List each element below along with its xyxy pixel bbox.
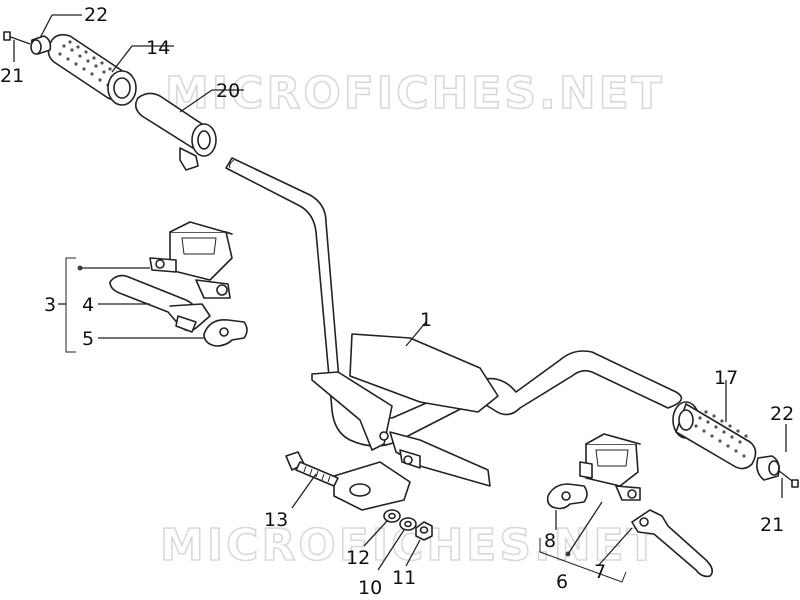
washer-10 [399,517,417,531]
callout-12: 12 [346,547,370,569]
callout-22-left: 22 [84,4,108,26]
left-brake-lever [109,274,211,333]
right-grip [672,401,757,470]
leader-lines [13,14,787,583]
callout-21-right: 21 [760,514,784,536]
callout-7: 7 [594,561,606,583]
right-lever-clamp [546,483,588,510]
callout-17: 17 [714,367,738,389]
right-master-cylinder [579,433,641,501]
callout-20: 20 [216,80,240,102]
callout-8: 8 [544,530,556,552]
left-bar-end-weight [30,35,52,55]
callout-21-left: 21 [0,65,24,87]
callout-3: 3 [44,294,56,316]
mount-bolt [285,451,339,487]
right-brake-lever [631,509,714,578]
watermark-top: MICROFICHES.NET [165,68,665,119]
callout-13: 13 [264,509,288,531]
callout-22-right: 22 [770,403,794,425]
left-master-cylinder [149,221,233,299]
right-bar-end-weight [756,455,780,481]
callout-4: 4 [82,294,94,316]
left-lever-clamp [203,318,248,347]
left-bar-end-screw [3,31,31,45]
left-grip [47,33,137,106]
right-grip-texture [694,410,748,458]
nut-11 [415,521,433,541]
callout-11: 11 [392,567,416,589]
handlebar-mount-bracket [311,333,499,511]
throttle-tube [134,92,217,171]
callout-1: 1 [420,309,432,331]
right-bar-end-screw [777,469,799,488]
callout-6: 6 [556,571,568,593]
callout-10: 10 [358,577,382,599]
callout-14: 14 [146,37,170,59]
callout-5: 5 [82,328,94,350]
washer-12 [383,509,401,523]
